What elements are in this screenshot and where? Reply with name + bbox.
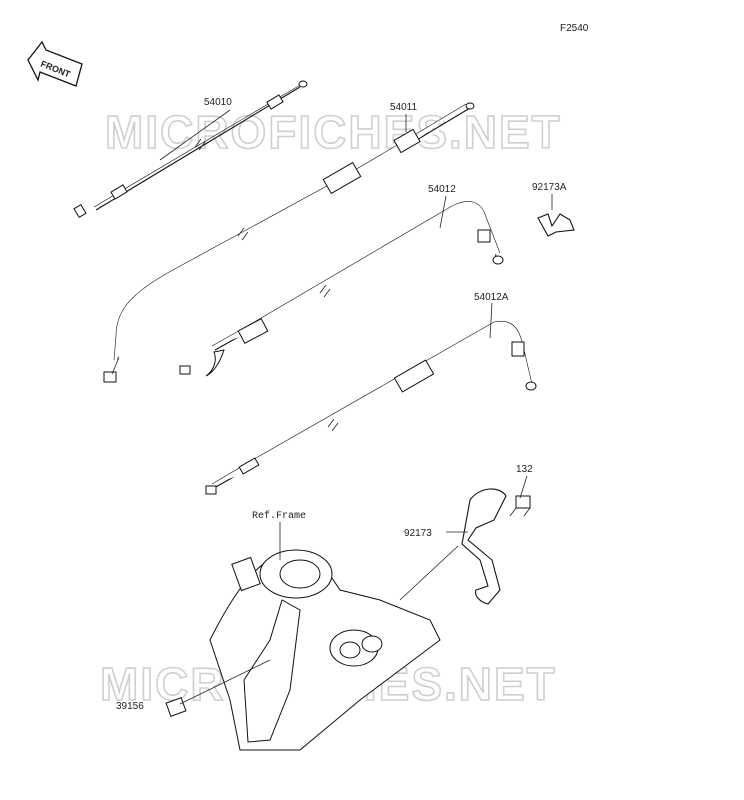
cable-54012[interactable] (179, 201, 504, 377)
cable-54012a[interactable] (205, 320, 537, 495)
label-54010: 54010 (204, 97, 232, 108)
frame-ref (165, 549, 441, 751)
bolt-132[interactable] (509, 495, 531, 517)
watermark-top: MICROFICHES.NET (105, 106, 562, 158)
label-54012a: 54012A (474, 292, 509, 303)
callout-lines (159, 109, 553, 705)
cable-54011[interactable] (103, 102, 475, 383)
front-arrow-icon: FRONT (27, 40, 83, 87)
label-92173: 92173 (404, 528, 432, 539)
clip-92173a[interactable] (537, 213, 575, 237)
bracket-92173[interactable] (461, 488, 507, 605)
label-132: 132 (516, 464, 533, 475)
label-54011: 54011 (390, 102, 418, 113)
cable-54010[interactable] (73, 80, 308, 219)
label-92173a: 92173A (532, 182, 567, 193)
label-ref-frame: Ref.Frame (252, 510, 306, 522)
label-39156: 39156 (116, 701, 144, 712)
figure-code: F2540 (560, 23, 589, 34)
label-54012: 54012 (428, 184, 456, 195)
